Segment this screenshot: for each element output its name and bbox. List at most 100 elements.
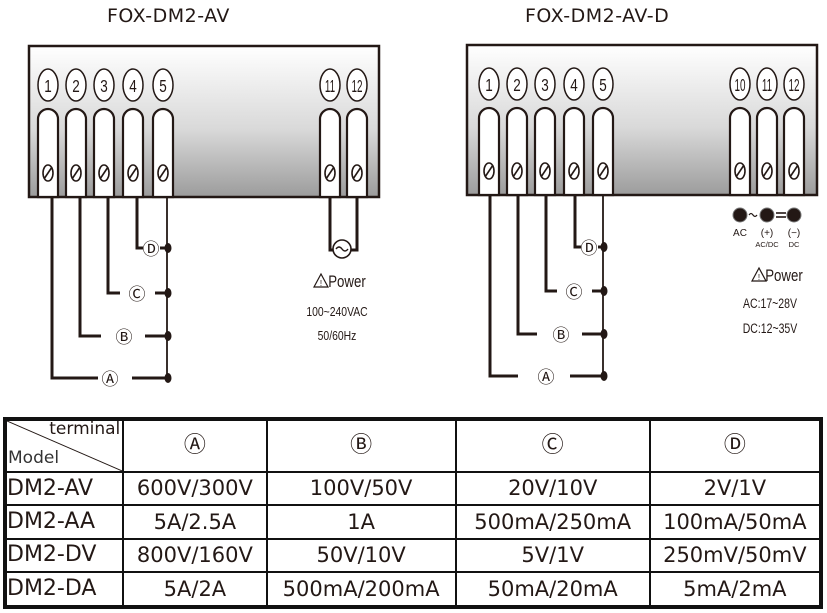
value-cell: 1A xyxy=(265,504,457,540)
corner-label-model: Model xyxy=(8,448,60,468)
terminal-slot xyxy=(562,106,586,197)
value-cell: 800V/160V xyxy=(122,537,268,574)
model-cell: DM2-AV xyxy=(3,470,125,507)
diagram-title-fox-dm2-av-d: FOX-DM2-AV-D xyxy=(525,5,670,27)
power-ac-range: AC:17~28V xyxy=(743,296,798,312)
value-cell: 100V/50V xyxy=(265,470,457,507)
terminal-4: 4 xyxy=(562,67,586,197)
terminal-number: 1 xyxy=(44,77,52,96)
terminal-number-badge xyxy=(592,67,614,101)
junction-dot xyxy=(600,371,608,381)
terminal-number: 12 xyxy=(788,76,799,96)
pin-label-ac: AC xyxy=(733,228,747,239)
terminal-number: 2 xyxy=(513,76,521,95)
terminal-slot xyxy=(121,107,145,199)
value-cell: 5mA/2mA xyxy=(648,571,823,608)
terminal-slot xyxy=(533,106,557,197)
junction-dot xyxy=(600,242,608,252)
terminal-number: 3 xyxy=(100,77,108,96)
terminal-number-badge xyxy=(319,68,341,102)
power-label: Power xyxy=(328,273,366,292)
column-header: Ⓒ xyxy=(454,418,651,473)
terminal-3: 3 xyxy=(92,68,116,199)
power-dc-range: DC:12~35V xyxy=(743,321,798,337)
terminal-3: 3 xyxy=(533,67,557,197)
terminal-slot xyxy=(36,107,60,199)
terminal-slot xyxy=(318,107,342,199)
terminal-number-badge xyxy=(122,68,144,102)
pin-ac xyxy=(732,207,748,223)
terminal-slot xyxy=(92,107,116,199)
value-cell: 5A/2.5A xyxy=(122,504,268,540)
terminal-2: 2 xyxy=(64,68,88,199)
terminal-slot xyxy=(345,107,369,199)
power-info-left: ! Power 100~240VAC 50/60Hz xyxy=(306,273,368,344)
terminal-number-badge xyxy=(37,68,59,102)
junction-dots-right xyxy=(600,242,608,381)
terminal-slot xyxy=(728,106,752,197)
terminal-12: 12 xyxy=(345,68,369,199)
junction-dot xyxy=(164,373,172,383)
pin-label-minus: (−) xyxy=(788,228,801,239)
terminal-number: 5 xyxy=(159,77,167,96)
value-cell: 50mA/20mA xyxy=(454,571,651,608)
terminal-number: 12 xyxy=(351,77,362,97)
terminal-number: 11 xyxy=(325,77,335,97)
power-label: Power xyxy=(765,267,803,286)
input-label-a: Ⓐ xyxy=(538,368,555,388)
terminal-10: 10 xyxy=(728,67,752,197)
pin-minus xyxy=(786,207,802,223)
junction-dot xyxy=(600,329,608,339)
svg-text:!: ! xyxy=(320,279,322,288)
input-labels-left: Ⓓ Ⓒ Ⓑ Ⓐ xyxy=(102,240,160,390)
terminal-number: 11 xyxy=(762,76,772,96)
column-header: Ⓐ xyxy=(122,418,268,473)
terminal-number-badge xyxy=(506,67,528,101)
value-cell: 20V/10V xyxy=(454,470,651,507)
terminal-11: 11 xyxy=(755,67,779,197)
terminal-number: 4 xyxy=(129,77,137,96)
terminal-number-badge xyxy=(478,67,500,101)
table-row: DM2-DA 5A/2A 500mA/200mA 50mA/20mA 5mA/2… xyxy=(3,571,823,608)
terminal-number: 2 xyxy=(72,77,80,96)
junction-dots-left xyxy=(164,243,172,383)
table-corner-cell: terminal Model xyxy=(3,418,125,473)
terminal-1: 1 xyxy=(477,67,501,197)
terminal-slot xyxy=(755,106,779,197)
terminal-number: 3 xyxy=(541,76,549,95)
value-cell: 600V/300V xyxy=(122,470,268,507)
input-labels-right: Ⓓ Ⓒ Ⓑ Ⓐ xyxy=(538,239,598,388)
input-label-c: Ⓒ xyxy=(566,283,583,303)
terminal-number: 5 xyxy=(599,76,607,95)
pin-sublabel-acdc: AC/DC xyxy=(755,240,779,249)
corner-label-terminal: terminal xyxy=(49,419,121,439)
value-cell: 5V/1V xyxy=(454,537,651,574)
terminal-number-badge xyxy=(346,68,368,102)
terminal-slot xyxy=(64,107,88,199)
terminal-slot xyxy=(151,107,175,199)
terminal-5: 5 xyxy=(151,68,175,199)
terminal-11: 11 xyxy=(318,68,342,199)
power-info-right: AC (+) (−) AC/DC DC ! Power AC:17~28V DC… xyxy=(733,228,803,336)
model-cell: DM2-AA xyxy=(3,504,125,540)
table-row: DM2-DV 800V/160V 50V/10V 5V/1V 250mV/50m… xyxy=(3,537,823,574)
terminal-number-badge xyxy=(152,68,174,102)
junction-dot xyxy=(600,286,608,296)
input-label-b: Ⓑ xyxy=(116,328,133,348)
terminal-number: 1 xyxy=(485,76,493,95)
power-voltage: 100~240VAC xyxy=(306,305,368,319)
terminal-slot xyxy=(591,106,615,197)
column-header: Ⓑ xyxy=(265,418,457,473)
diagram-title-fox-dm2-av: FOX-DM2-AV xyxy=(107,5,230,27)
model-cell: DM2-DA xyxy=(3,571,125,608)
terminal-number-badge xyxy=(756,67,778,101)
input-label-a: Ⓐ xyxy=(102,370,119,390)
input-label-b: Ⓑ xyxy=(553,326,570,346)
warning-icon xyxy=(750,266,768,282)
terminal-4: 4 xyxy=(121,68,145,199)
terminal-2: 2 xyxy=(505,67,529,197)
terminal-number-badge xyxy=(729,67,751,101)
value-cell: 2V/1V xyxy=(648,470,823,507)
